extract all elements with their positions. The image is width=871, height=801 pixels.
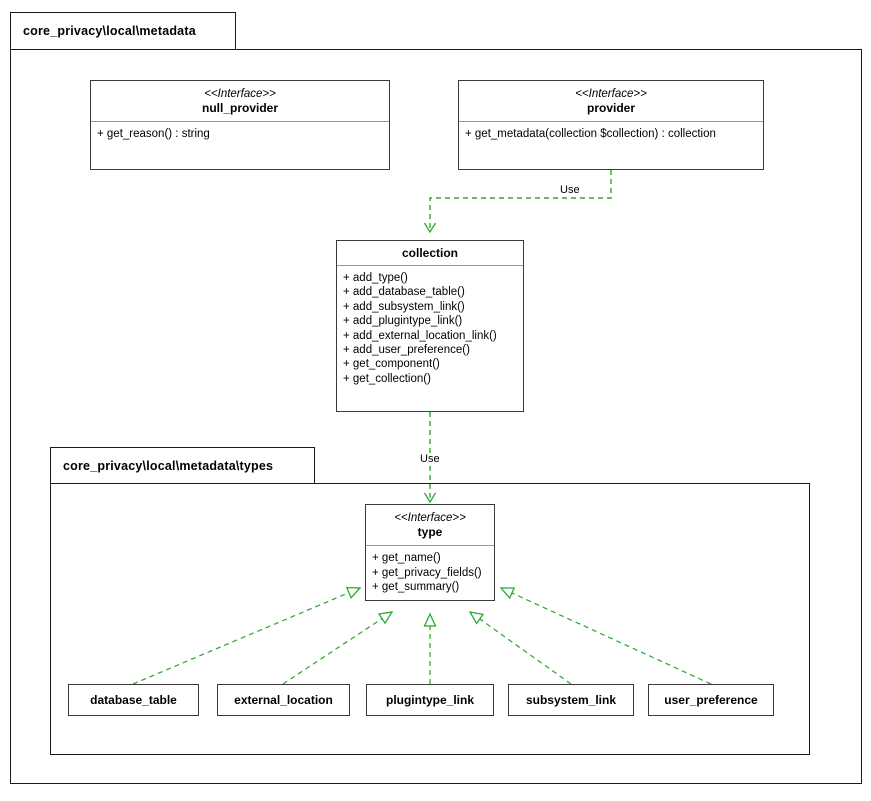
class-member: + get_summary() xyxy=(372,581,460,594)
package-tab-outer: core_privacy\local\metadata xyxy=(10,12,236,50)
package-tab-types: core_privacy\local\metadata\types xyxy=(50,447,315,484)
class-header-provider: <<Interface>> provider xyxy=(459,81,763,123)
class-member: + get_privacy_fields() xyxy=(372,566,482,579)
stereotype-label: <<Interface>> xyxy=(394,512,466,524)
class-box-null-provider[interactable]: <<Interface>> null_provider + get_reason… xyxy=(90,80,390,170)
class-box-external-location[interactable]: external_location xyxy=(217,684,350,716)
class-member: + add_plugintype_link() xyxy=(343,315,463,328)
class-name-label: provider xyxy=(586,101,635,116)
class-members-provider: + get_metadata(collection $collection) :… xyxy=(459,122,763,147)
class-name-label: subsystem_link xyxy=(525,693,617,707)
stereotype-label: <<Interface>> xyxy=(575,88,647,100)
class-name-label: type xyxy=(417,525,443,540)
class-member: + add_external_location_link() xyxy=(343,329,497,342)
class-box-user-preference[interactable]: user_preference xyxy=(648,684,774,716)
class-name-label: user_preference xyxy=(664,693,758,707)
class-member: + get_name() xyxy=(372,552,441,565)
class-name-label: plugintype_link xyxy=(385,693,474,707)
package-label-outer: core_privacy\local\metadata xyxy=(23,24,196,38)
class-members-type: + get_name() + get_privacy_fields() + ge… xyxy=(366,546,494,600)
class-name-label: collection xyxy=(401,246,458,260)
class-header-type: <<Interface>> type xyxy=(366,505,494,547)
package-label-types: core_privacy\local\metadata\types xyxy=(63,458,274,473)
class-name-label: database_table xyxy=(90,693,177,707)
class-member: + get_component() xyxy=(343,358,440,371)
edge-label-use-provider-collection: Use xyxy=(558,184,582,196)
class-box-plugintype-link[interactable]: plugintype_link xyxy=(366,684,494,716)
class-box-database-table[interactable]: database_table xyxy=(68,684,199,716)
class-member: + get_metadata(collection $collection) :… xyxy=(465,128,716,141)
class-member: + get_collection() xyxy=(343,372,431,385)
class-box-type[interactable]: <<Interface>> type + get_name() + get_pr… xyxy=(365,504,495,601)
class-box-subsystem-link[interactable]: subsystem_link xyxy=(508,684,634,716)
edge-label-use-collection-type: Use xyxy=(418,453,442,465)
class-box-provider[interactable]: <<Interface>> provider + get_metadata(co… xyxy=(458,80,764,170)
class-member: + add_subsystem_link() xyxy=(343,300,465,313)
class-member: + add_user_preference() xyxy=(343,343,470,356)
class-name-label: null_provider xyxy=(201,101,278,116)
class-members-null-provider: + get_reason() : string xyxy=(91,122,389,147)
package-body-outer xyxy=(10,49,862,784)
class-member: + add_database_table() xyxy=(343,286,465,299)
class-box-collection[interactable]: collection + add_type() + add_database_t… xyxy=(336,240,524,412)
class-header-null-provider: <<Interface>> null_provider xyxy=(91,81,389,123)
class-member: + get_reason() : string xyxy=(97,128,210,141)
class-members-collection: + add_type() + add_database_table() + ad… xyxy=(337,266,523,392)
class-name-label: external_location xyxy=(234,693,333,707)
package-body-types xyxy=(50,483,810,755)
class-member: + add_type() xyxy=(343,272,408,284)
stereotype-label: <<Interface>> xyxy=(204,88,276,100)
class-header-collection: collection xyxy=(337,241,523,266)
